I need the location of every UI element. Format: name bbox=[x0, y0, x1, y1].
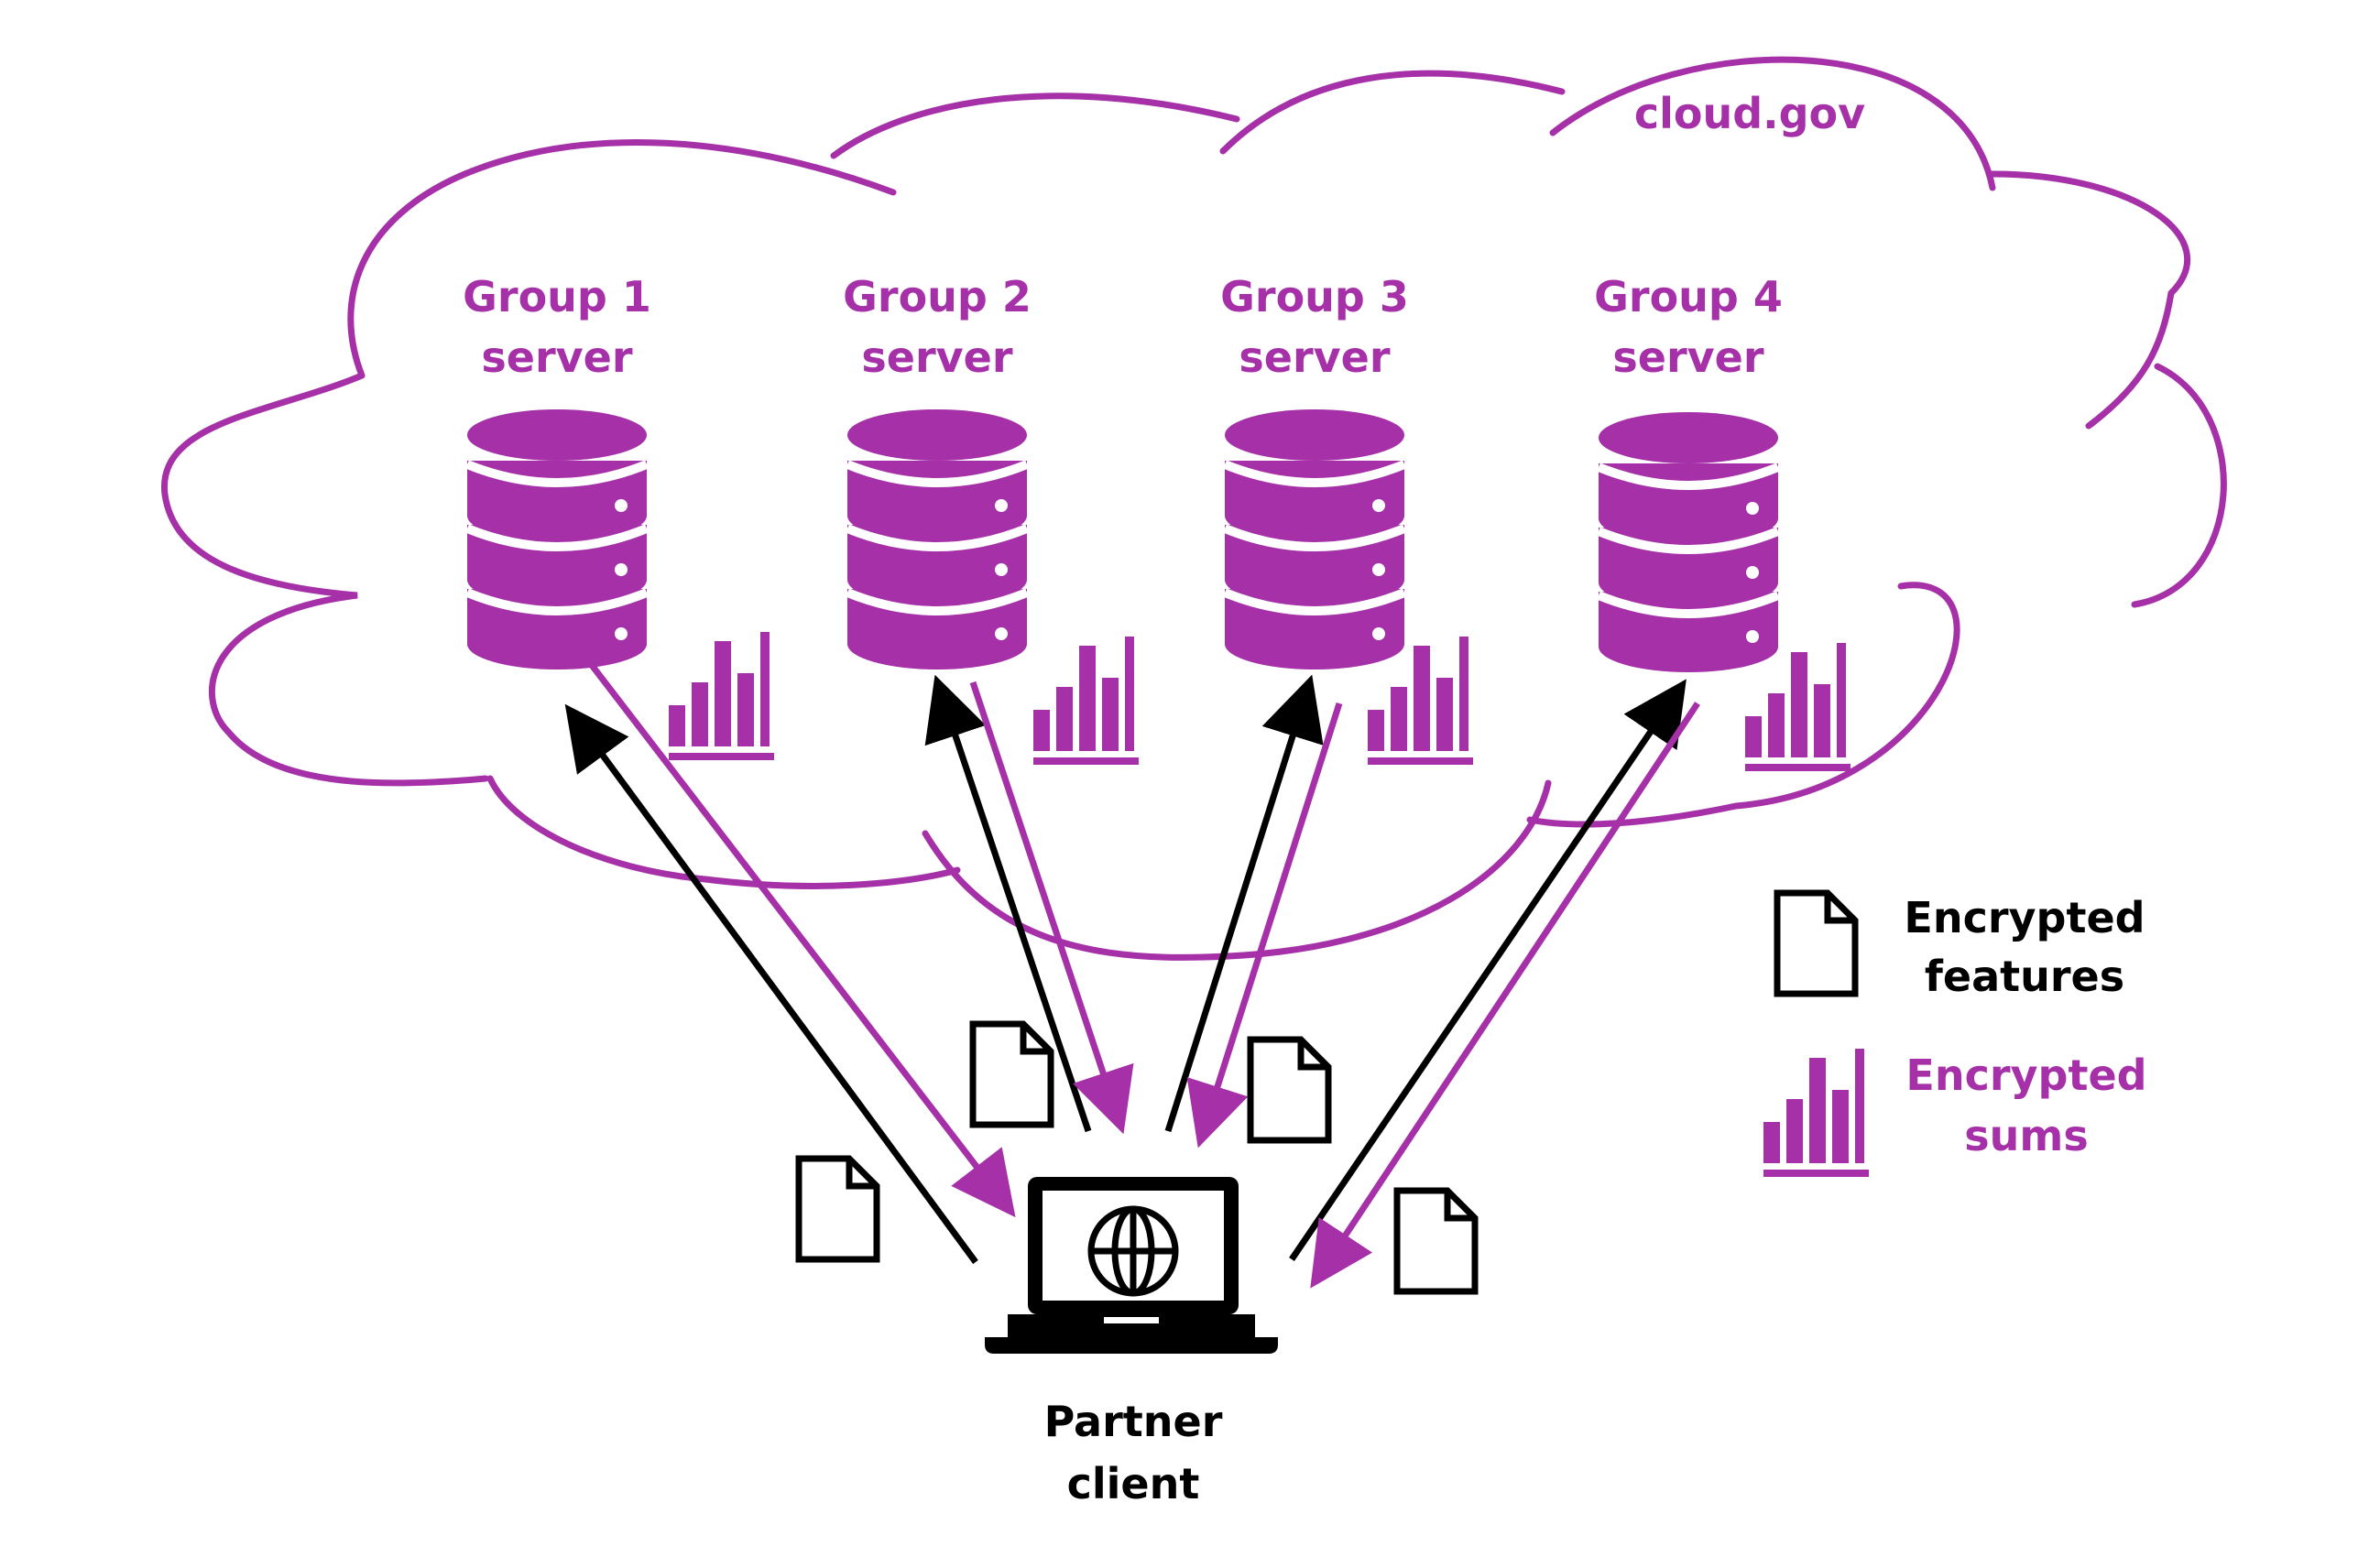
arrow-sums-from-group-3 bbox=[1186, 702, 1343, 1149]
legend-features-line1: Encrypted bbox=[1904, 893, 2145, 942]
legend: Encrypted features Encrypted sums bbox=[1763, 893, 2147, 1177]
arrow-sums-from-group-4 bbox=[1310, 702, 1700, 1289]
arrows bbox=[564, 661, 1700, 1289]
bar-chart-icon bbox=[669, 632, 774, 760]
arrow-features-to-group-4 bbox=[1289, 679, 1687, 1261]
server-group-1: Group 1 server bbox=[463, 272, 774, 760]
cloud-label: cloud.gov bbox=[1634, 89, 1865, 138]
database-icon bbox=[1225, 409, 1404, 670]
server-group-2: Group 2 server bbox=[843, 272, 1139, 765]
legend-features-line2: features bbox=[1925, 952, 2124, 1001]
legend-sums-line1: Encrypted bbox=[1905, 1051, 2146, 1100]
document-icon bbox=[1250, 1040, 1328, 1140]
bar-chart-icon bbox=[1033, 637, 1139, 765]
arrow-sums-from-group-1 bbox=[588, 661, 1016, 1218]
document-icon bbox=[973, 1024, 1051, 1125]
database-icon bbox=[847, 409, 1027, 670]
server-label-1-line1: Group 1 bbox=[463, 272, 651, 321]
arrow-features-to-group-1 bbox=[564, 703, 978, 1265]
server-label-3-line1: Group 3 bbox=[1220, 272, 1409, 321]
bar-chart-icon bbox=[1745, 643, 1851, 771]
server-label-4-line2: server bbox=[1612, 332, 1763, 382]
server-label-1-line2: server bbox=[481, 332, 632, 382]
laptop-globe-icon bbox=[985, 1177, 1278, 1354]
server-label-2-line1: Group 2 bbox=[843, 272, 1032, 321]
document-icon bbox=[1777, 893, 1855, 994]
server-group-4: Group 4 server bbox=[1594, 272, 1851, 771]
client-label-line2: client bbox=[1067, 1459, 1200, 1508]
legend-sums-line2: sums bbox=[1964, 1111, 2088, 1160]
server-label-4-line1: Group 4 bbox=[1594, 272, 1783, 321]
server-label-3-line2: server bbox=[1239, 332, 1390, 382]
document-icon bbox=[799, 1159, 877, 1259]
database-icon bbox=[1599, 412, 1778, 672]
client-label-line1: Partner bbox=[1044, 1397, 1223, 1446]
server-group-3: Group 3 server bbox=[1220, 272, 1473, 765]
arrow-sums-from-group-2 bbox=[969, 681, 1134, 1135]
database-icon bbox=[467, 409, 647, 670]
globe-icon bbox=[1087, 1205, 1179, 1297]
arrow-features-to-group-3 bbox=[1164, 674, 1324, 1133]
cloud-outline bbox=[161, 56, 2227, 961]
bar-chart-icon bbox=[1763, 1049, 1869, 1177]
arrow-features-to-group-2 bbox=[924, 674, 1092, 1133]
server-label-2-line2: server bbox=[861, 332, 1012, 382]
document-icon bbox=[1397, 1191, 1475, 1291]
